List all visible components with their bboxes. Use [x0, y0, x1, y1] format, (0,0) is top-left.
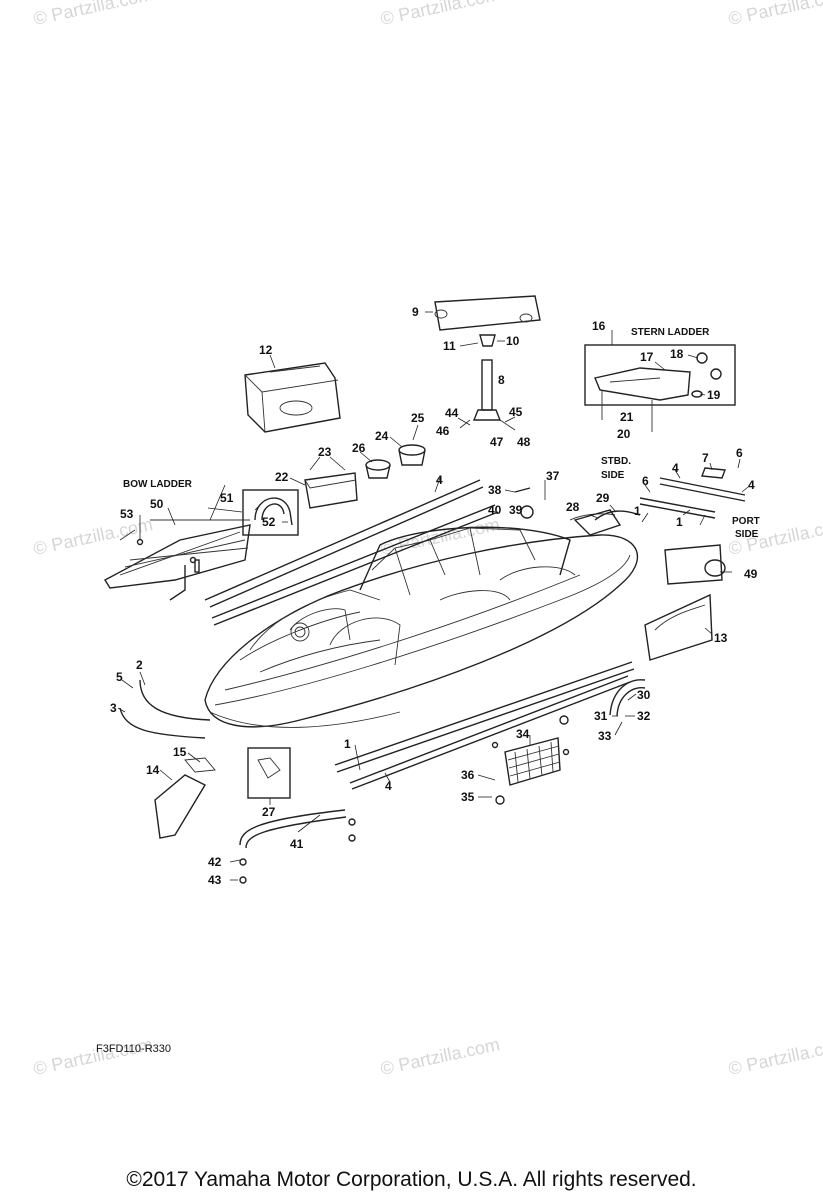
callout-7: 7: [702, 451, 709, 465]
callout-14: 14: [146, 763, 160, 777]
watermark: © Partzilla.com: [379, 1034, 502, 1079]
callout-8: 8: [498, 373, 505, 387]
step-rail: [239, 809, 347, 849]
callout-1: 1: [634, 504, 641, 518]
callout-49: 49: [744, 567, 758, 581]
callout-25: 25: [411, 411, 425, 425]
callout-52: 52: [262, 515, 276, 529]
watermark: © Partzilla.com: [727, 0, 823, 29]
callout-13: 13: [714, 631, 728, 645]
grab-handle: [242, 489, 299, 536]
callout-15: 15: [173, 745, 187, 759]
copyright-notice: ©2017 Yamaha Motor Corporation, U.S.A. A…: [126, 1168, 697, 1191]
bow-trim: [119, 679, 211, 739]
callout-35: 35: [461, 790, 475, 804]
stbd-side-caption-1: STBD.: [601, 456, 631, 467]
callout-41: 41: [290, 837, 304, 851]
hardware: [136, 538, 570, 884]
callout-16: 16: [592, 319, 606, 333]
callout-4: 4: [748, 478, 755, 492]
cooler: [244, 362, 341, 433]
gunwale-strips: [204, 479, 635, 790]
callout-26: 26: [352, 441, 366, 455]
panel-plate: [664, 544, 726, 585]
bracket: [247, 747, 291, 799]
callout-44: 44: [445, 406, 459, 420]
seat-pedestal: [434, 295, 541, 431]
watermark: © Partzilla.com: [32, 0, 155, 29]
port-side-caption-1: PORT: [732, 516, 760, 527]
callout-1: 1: [344, 737, 351, 751]
callout-39: 39: [509, 503, 523, 517]
callout-3: 3: [110, 701, 117, 715]
diagram-code: F3FD110-R330: [96, 1043, 171, 1055]
leader-lines: [117, 311, 749, 881]
cleat-port: [154, 757, 216, 839]
side-rails: [569, 467, 746, 521]
fittings: [514, 487, 534, 519]
bow-ladder: [104, 519, 251, 601]
callout-43: 43: [208, 873, 222, 887]
callout-42: 42: [208, 855, 222, 869]
callout-37: 37: [546, 469, 560, 483]
callout-10: 10: [506, 334, 520, 348]
callout-17: 17: [640, 350, 654, 364]
watermark: © Partzilla.com: [379, 0, 502, 29]
callout-34: 34: [516, 727, 530, 741]
callout-23: 23: [318, 445, 332, 459]
callout-38: 38: [488, 483, 502, 497]
callout-6: 6: [736, 446, 743, 460]
stern-light: [573, 509, 622, 536]
callout-45: 45: [509, 405, 523, 419]
callout-2: 2: [136, 658, 143, 672]
callout-33: 33: [598, 729, 612, 743]
callout-28: 28: [566, 500, 580, 514]
storage-net: [504, 737, 561, 786]
callout-12: 12: [259, 343, 273, 357]
watermark: © Partzilla.com: [727, 1034, 823, 1079]
callout-21: 21: [620, 410, 634, 424]
callout-5: 5: [116, 670, 123, 684]
callout-24: 24: [375, 429, 389, 443]
cup-holders: [304, 444, 426, 509]
callout-46: 46: [436, 424, 450, 438]
callout-53: 53: [120, 507, 134, 521]
watermark: © Partzilla.com: [32, 1034, 155, 1079]
callout-18: 18: [670, 347, 684, 361]
cleat-starboard: [644, 593, 713, 661]
watermark: © Partzilla.com: [32, 514, 155, 559]
callout-29: 29: [596, 491, 610, 505]
callout-30: 30: [637, 688, 651, 702]
callout-47: 47: [490, 435, 504, 449]
callout-50: 50: [150, 497, 164, 511]
stbd-side-caption-2: SIDE: [601, 470, 625, 481]
callout-9: 9: [412, 305, 419, 319]
callout-51: 51: [220, 491, 234, 505]
stern-ladder-caption: STERN LADDER: [631, 327, 710, 338]
port-side-caption-2: SIDE: [735, 529, 759, 540]
callout-4: 4: [436, 473, 443, 487]
callout-31: 31: [594, 709, 608, 723]
callout-32: 32: [637, 709, 651, 723]
callout-27: 27: [262, 805, 276, 819]
callout-22: 22: [275, 470, 289, 484]
callout-19: 19: [707, 388, 721, 402]
callout-40: 40: [488, 503, 502, 517]
callout-48: 48: [517, 435, 531, 449]
callout-20: 20: [617, 427, 631, 441]
callout-36: 36: [461, 768, 475, 782]
boat-hull: [204, 526, 639, 728]
bow-ladder-caption: BOW LADDER: [123, 479, 193, 490]
callout-labels: 9 11 10 8 12 16 STERN LADDER 17 18 19 21…: [110, 305, 760, 887]
callout-11: 11: [443, 339, 456, 353]
stern-ladder: [584, 344, 736, 432]
callout-1: 1: [676, 515, 683, 529]
callout-4: 4: [385, 779, 392, 793]
callout-6: 6: [642, 474, 649, 488]
callout-4: 4: [672, 461, 679, 475]
fender-arc: [609, 679, 646, 717]
